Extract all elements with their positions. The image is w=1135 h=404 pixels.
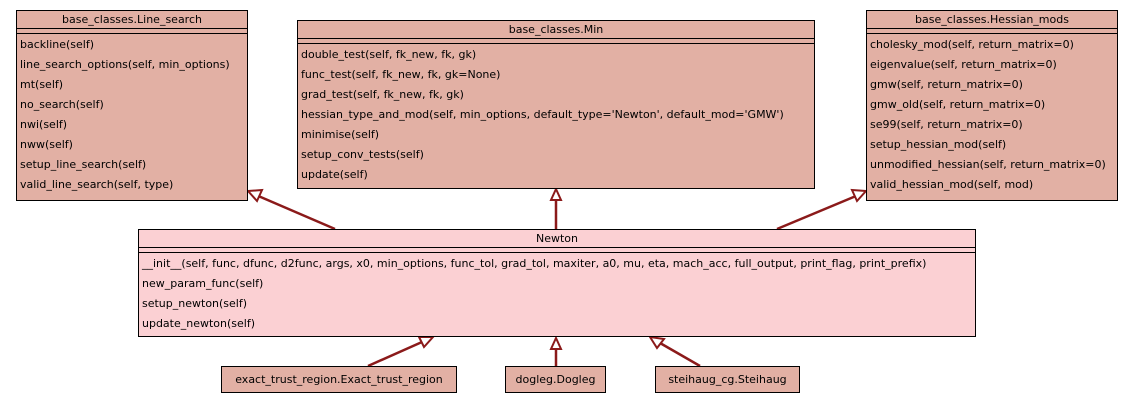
method: setup_newton(self)	[142, 297, 248, 310]
class-box-dogleg[interactable]: dogleg.Dogleg	[505, 366, 606, 393]
method: double_test(self, fk_new, fk, gk)	[301, 48, 477, 61]
method: update(self)	[301, 168, 368, 181]
class-name: base_classes.Line_search	[17, 11, 247, 29]
class-name: base_classes.Min	[298, 21, 814, 39]
arrowhead-line-search	[245, 188, 264, 203]
method: valid_hessian_mod(self, mod)	[870, 178, 1034, 191]
method: new_param_func(self)	[142, 277, 264, 290]
method: gmw_old(self, return_matrix=0)	[870, 98, 1046, 111]
edge-newton-line-search	[255, 193, 336, 231]
attributes-section	[298, 39, 814, 44]
attributes-section	[17, 29, 247, 34]
edge-steihaug-newton	[659, 341, 701, 368]
method: no_search(self)	[20, 98, 104, 111]
method: nww(self)	[20, 138, 73, 151]
arrowhead-exact	[417, 336, 436, 349]
arrowhead-min	[549, 186, 563, 201]
method: valid_line_search(self, type)	[20, 178, 174, 191]
method: line_search_options(self, min_options)	[20, 58, 230, 71]
method: backline(self)	[20, 38, 95, 51]
methods-section: __init__(self, func, dfunc, d2func, args…	[139, 253, 975, 334]
class-name: Newton	[139, 230, 975, 248]
class-box-exact-trust-region[interactable]: exact_trust_region.Exact_trust_region	[221, 366, 457, 393]
methods-section: cholesky_mod(self, return_matrix=0) eige…	[867, 34, 1117, 195]
class-box-steihaug[interactable]: steihaug_cg.Steihaug	[655, 366, 800, 393]
method: gmw(self, return_matrix=0)	[870, 78, 1023, 91]
arrowhead-dogleg	[549, 335, 563, 350]
arrowhead-hessian-mods	[850, 188, 869, 203]
method: grad_test(self, fk_new, fk, gk)	[301, 88, 464, 101]
class-box-hessian-mods[interactable]: base_classes.Hessian_mods cholesky_mod(s…	[866, 10, 1118, 201]
method: nwi(self)	[20, 118, 68, 131]
arrowhead-steihaug	[647, 335, 666, 350]
method: unmodified_hessian(self, return_matrix=0…	[870, 158, 1106, 171]
method: func_test(self, fk_new, fk, gk=None)	[301, 68, 501, 81]
methods-section: double_test(self, fk_new, fk, gk) func_t…	[298, 44, 814, 185]
method: mt(self)	[20, 78, 64, 91]
class-box-min[interactable]: base_classes.Min double_test(self, fk_ne…	[297, 20, 815, 189]
method: setup_hessian_mod(self)	[870, 138, 1007, 151]
class-box-line-search[interactable]: base_classes.Line_search backline(self) …	[16, 10, 248, 201]
edge-newton-hessian-mods	[776, 194, 857, 231]
method: __init__(self, func, dfunc, d2func, args…	[142, 257, 927, 270]
method: cholesky_mod(self, return_matrix=0)	[870, 38, 1074, 51]
edge-exact-trust-region-newton	[367, 340, 423, 368]
method: update_newton(self)	[142, 317, 256, 330]
class-name: base_classes.Hessian_mods	[867, 11, 1117, 29]
method: minimise(self)	[301, 128, 380, 141]
method: setup_line_search(self)	[20, 158, 147, 171]
attributes-section	[867, 29, 1117, 34]
method: hessian_type_and_mod(self, min_options, …	[301, 108, 784, 121]
methods-section: backline(self) line_search_options(self,…	[17, 34, 247, 195]
class-box-newton[interactable]: Newton __init__(self, func, dfunc, d2fun…	[138, 229, 976, 337]
method: se99(self, return_matrix=0)	[870, 118, 1023, 131]
method: setup_conv_tests(self)	[301, 148, 424, 161]
attributes-section	[139, 248, 975, 253]
method: eigenvalue(self, return_matrix=0)	[870, 58, 1057, 71]
